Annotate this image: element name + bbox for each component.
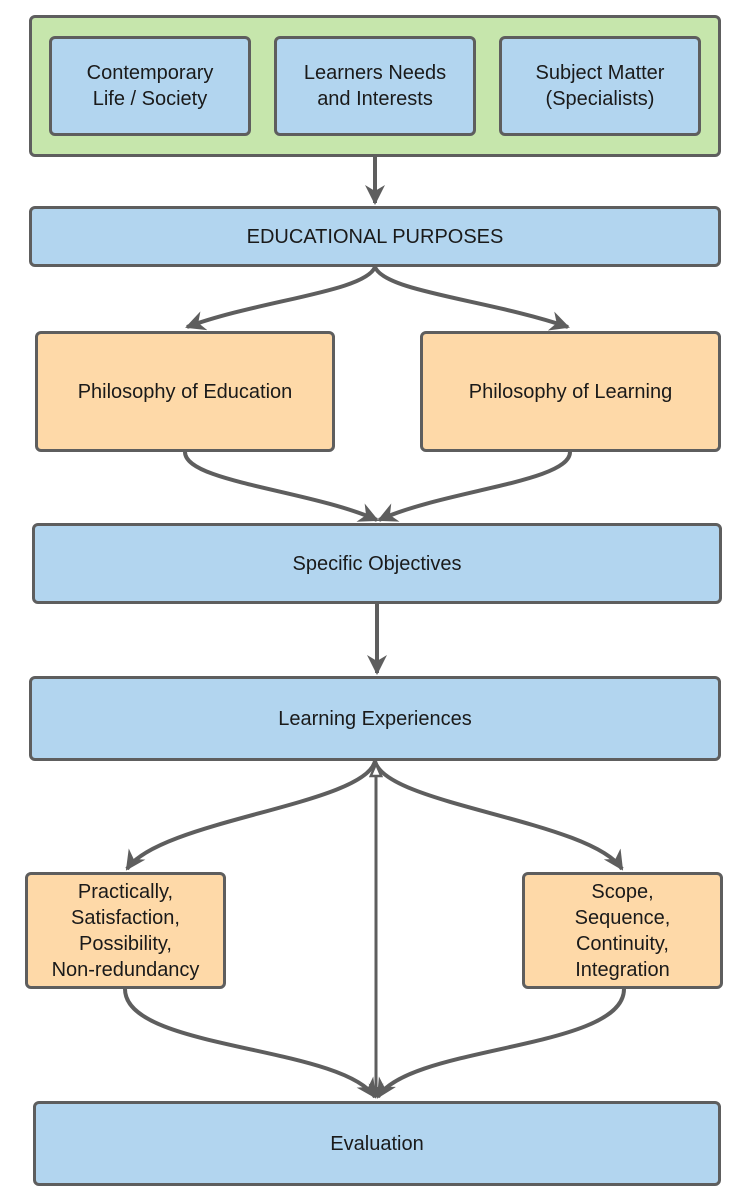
- edge-phil-education-to-objectives: [183, 451, 379, 522]
- source-learners-needs: Learners Needs and Interests: [274, 36, 476, 136]
- source-contemporary-life: Contemporary Life / Society: [49, 36, 251, 136]
- source-subject-matter: Subject Matter (Specialists): [499, 36, 701, 136]
- philosophy-of-learning-node: Philosophy of Learning: [420, 331, 721, 452]
- selection-criteria-node: Practically, Satisfaction, Possibility, …: [25, 872, 226, 989]
- edge-experiences-to-criteria-selection: [125, 760, 377, 871]
- learning-experiences-node: Learning Experiences: [29, 676, 721, 761]
- organization-criteria-node: Scope, Sequence, Continuity, Integration: [522, 872, 723, 989]
- edge-experiences-to-criteria-organization: [373, 760, 624, 871]
- educational-purposes-node: EDUCATIONAL PURPOSES: [29, 206, 721, 267]
- specific-objectives-node: Specific Objectives: [32, 523, 722, 604]
- evaluation-node: Evaluation: [33, 1101, 721, 1186]
- edge-criteria-selection-to-evaluation: [123, 988, 377, 1099]
- philosophy-of-education-node: Philosophy of Education: [35, 331, 335, 452]
- edge-phil-learning-to-objectives: [377, 451, 572, 522]
- edge-purposes-to-phil-learning: [373, 265, 570, 331]
- edge-criteria-organization-to-evaluation: [376, 988, 626, 1099]
- edge-purposes-to-phil-education: [185, 265, 377, 331]
